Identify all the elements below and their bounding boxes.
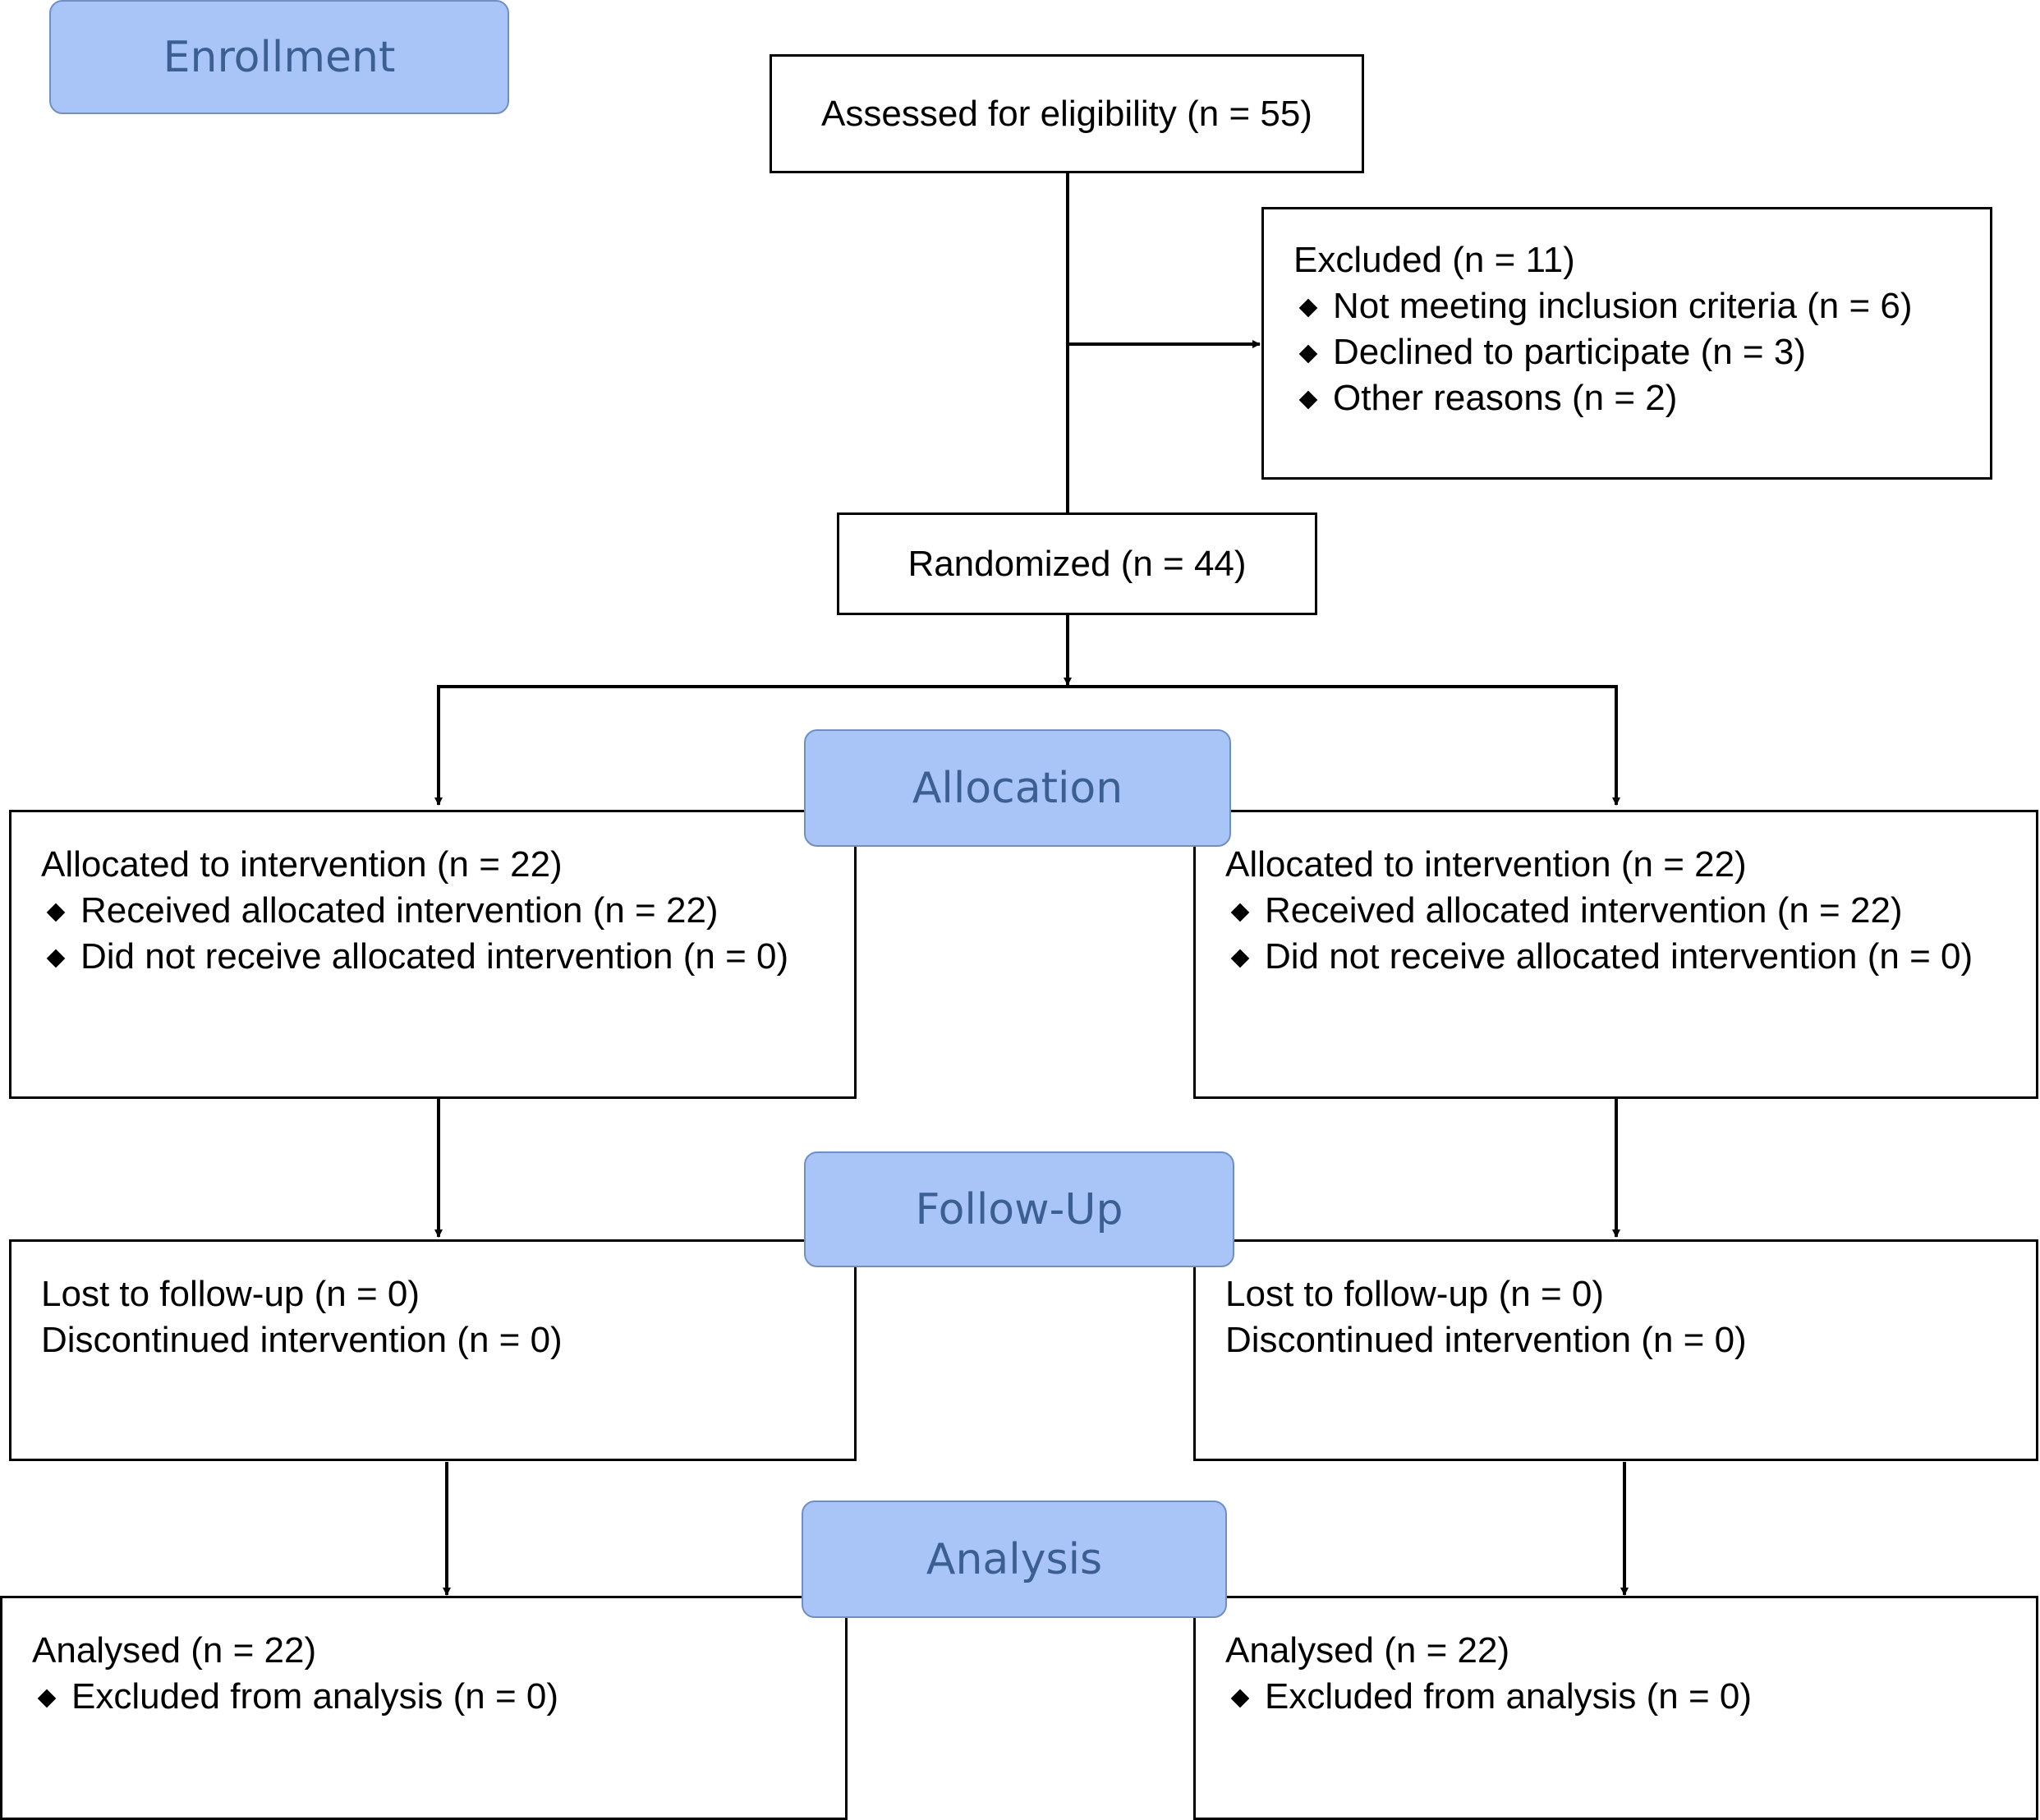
followup-box-left: Lost to follow-up (n = 0) Discontinued i…: [9, 1239, 857, 1461]
connector-split: [437, 685, 1618, 805]
excluded-title: Excluded (n = 11): [1293, 240, 1575, 280]
followup-line: Lost to follow-up (n = 0): [1225, 1274, 1605, 1314]
allocation-item: Received allocated intervention (n = 22): [41, 888, 854, 934]
allocation-item: Did not receive allocated intervention (…: [41, 934, 854, 980]
excluded-item: Not meeting inclusion criteria (n = 6): [1293, 283, 1990, 329]
assessed-box: Assessed for eligibility (n = 55): [770, 54, 1364, 173]
allocation-box-right: Allocated to intervention (n = 22) Recei…: [1193, 810, 2038, 1099]
allocation-box-left: Allocated to intervention (n = 22) Recei…: [9, 810, 857, 1099]
diamond-bullet-icon: [46, 903, 66, 922]
excluded-box: Excluded (n = 11) Not meeting inclusion …: [1261, 207, 1992, 480]
analysis-title: Analysed (n = 22): [1225, 1630, 1510, 1671]
phase-label-follow-up: Follow-Up: [804, 1151, 1234, 1267]
followup-box-right: Lost to follow-up (n = 0) Discontinued i…: [1193, 1239, 2038, 1461]
diamond-bullet-icon: [46, 949, 66, 968]
diamond-bullet-icon: [1298, 344, 1318, 364]
phase-label-allocation: Allocation: [804, 729, 1231, 847]
analysis-box-right: Analysed (n = 22) Excluded from analysis…: [1193, 1596, 2038, 1820]
analysis-box-left: Analysed (n = 22) Excluded from analysis…: [0, 1596, 848, 1820]
phase-label-enrollment: Enrollment: [49, 0, 509, 114]
allocation-item: Received allocated intervention (n = 22): [1225, 888, 2036, 934]
phase-label-analysis: Analysis: [802, 1501, 1227, 1618]
analysis-item: Excluded from analysis (n = 0): [32, 1674, 845, 1720]
diamond-bullet-icon: [1230, 949, 1250, 968]
followup-line: Discontinued intervention (n = 0): [1225, 1320, 1747, 1360]
followup-line: Lost to follow-up (n = 0): [41, 1274, 420, 1314]
diamond-bullet-icon: [1298, 390, 1318, 410]
analysis-item: Excluded from analysis (n = 0): [1225, 1674, 2036, 1720]
excluded-item: Declined to participate (n = 3): [1293, 329, 1990, 375]
diamond-bullet-icon: [1230, 1689, 1250, 1708]
excluded-item: Other reasons (n = 2): [1293, 375, 1990, 421]
randomized-text: Randomized (n = 44): [907, 543, 1247, 584]
randomized-box: Randomized (n = 44): [837, 512, 1317, 615]
analysis-title: Analysed (n = 22): [32, 1630, 317, 1671]
diamond-bullet-icon: [1230, 903, 1250, 922]
assessed-text: Assessed for eligibility (n = 55): [821, 93, 1312, 134]
followup-line: Discontinued intervention (n = 0): [41, 1320, 563, 1360]
diamond-bullet-icon: [37, 1689, 57, 1708]
allocation-item: Did not receive allocated intervention (…: [1225, 934, 2036, 980]
allocation-title: Allocated to intervention (n = 22): [1225, 844, 1747, 885]
diamond-bullet-icon: [1298, 298, 1318, 318]
allocation-title: Allocated to intervention (n = 22): [41, 844, 563, 885]
